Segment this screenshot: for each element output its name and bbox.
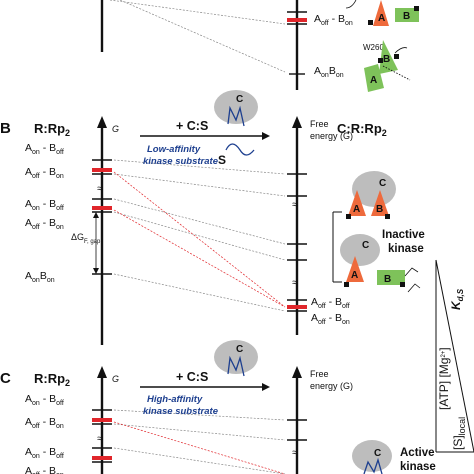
svg-text:Aon - Boff: Aon - Boff	[25, 393, 64, 407]
subunit-a-label: A	[378, 13, 385, 24]
state-label-c1: Active	[400, 447, 435, 459]
red-level-mark	[287, 18, 307, 22]
level-label-aon-boff-b2: Aon - Boff	[25, 198, 64, 212]
level-label-aoff-boff-b: Aoff - Boff	[311, 296, 350, 310]
state-label-b2: kinase	[388, 243, 424, 255]
level-label-aoff-bon-b2: Aoff - Bon	[25, 217, 64, 231]
substrate-label-c1: High-affinity	[147, 394, 203, 405]
svg-text:B: B	[376, 204, 383, 215]
panel-c: C R:Rp2 G Free energy (G) ≈ Aon - Boff A…	[0, 340, 436, 474]
right-axis-label-b1: Free	[310, 119, 329, 129]
state-label-b1: Inactive	[382, 229, 425, 241]
right-axis-label-b2: energy (G)	[310, 131, 353, 141]
level-label-aoff-bon-b3: Aoff - Bon	[311, 312, 350, 326]
catalytic-subunit-blob-b2	[352, 171, 396, 207]
subunit-b-shape	[395, 8, 419, 22]
catalytic-subunit-blob-c2	[352, 440, 392, 472]
svg-text:≈: ≈	[97, 183, 103, 195]
svg-text:C: C	[362, 240, 369, 251]
level-label-aoff-bon-a: Aoff - Bon	[314, 13, 353, 27]
svg-text:≈: ≈	[292, 447, 298, 459]
svg-text:A: A	[351, 270, 358, 281]
level-label-aon-bon-b: AonBon	[25, 270, 55, 284]
svg-text:A: A	[370, 75, 377, 86]
svg-text:energy (G): energy (G)	[310, 381, 353, 391]
svg-text:Free: Free	[310, 369, 329, 379]
svg-text:C: C	[236, 344, 243, 355]
svg-text:≈: ≈	[292, 277, 298, 289]
substrate-label-b1: Low-affinity	[147, 144, 201, 155]
left-axis-label-b: G	[112, 124, 119, 134]
svg-text:C: C	[374, 448, 381, 459]
substrate-label-b2: kinase substrate	[143, 156, 219, 167]
svg-text:C: C	[236, 94, 243, 105]
svg-text:≈: ≈	[292, 199, 298, 211]
svg-text:Aon - Boff: Aon - Boff	[25, 446, 64, 460]
catalytic-subunit-blob-c	[214, 340, 258, 374]
side-axis: Kd,S [ATP] [Mg2+] [S]local	[435, 259, 474, 453]
subunit-a-tilted	[364, 64, 384, 92]
panel-letter-c: C	[0, 370, 11, 387]
panel-b: B R:Rp2 C:R:Rp2 G Free energy (G) ≈ Aon …	[0, 90, 425, 345]
reagent-label-c: + C:S	[176, 370, 208, 384]
catalytic-subunit-blob-b	[214, 90, 258, 124]
svg-text:G: G	[112, 374, 119, 384]
level-label-aoff-bon-b: Aoff - Bon	[25, 166, 64, 180]
svg-text:≈: ≈	[97, 433, 103, 445]
side-axis-kd: Kd,S	[449, 288, 465, 310]
level-label-aon-boff-b: Aon - Boff	[25, 142, 64, 156]
s-label-b: S	[218, 153, 226, 167]
subunit-b-label: B	[403, 11, 410, 22]
panel-b-left-title: R:Rp2	[34, 121, 70, 138]
catalytic-subunit-blob-b3	[340, 234, 380, 266]
svg-text:B: B	[383, 54, 390, 65]
mutant-label: W260	[363, 43, 384, 52]
panel-c-left-title: R:Rp2	[34, 371, 70, 388]
svg-text:C: C	[379, 178, 386, 189]
svg-text:Aoff - Bon: Aoff - Bon	[25, 465, 64, 474]
state-label-c2: kinase	[400, 461, 436, 473]
subunit-a-shape	[373, 0, 389, 26]
gap-label: ΔGF, gap	[71, 232, 101, 245]
panel-b-right-title: C:R:Rp2	[337, 121, 387, 138]
side-axis-s: [S]local	[451, 417, 467, 450]
reagent-label-b: + C:S	[176, 119, 208, 133]
subunit-b-tilted	[379, 40, 398, 74]
level-label-aon-bon-a: AonBon	[314, 65, 344, 79]
substrate-label-c2: kinase substrate	[143, 406, 219, 417]
svg-text:Aoff - Bon: Aoff - Bon	[25, 416, 64, 430]
side-axis-atp: [ATP] [Mg2+]	[437, 347, 451, 410]
svg-text:A: A	[353, 204, 360, 215]
panel-letter-b: B	[0, 120, 11, 137]
panel-a-remainder: Aoff - Bon AonBon A B W260 B A	[100, 0, 419, 92]
svg-text:B: B	[384, 274, 391, 285]
